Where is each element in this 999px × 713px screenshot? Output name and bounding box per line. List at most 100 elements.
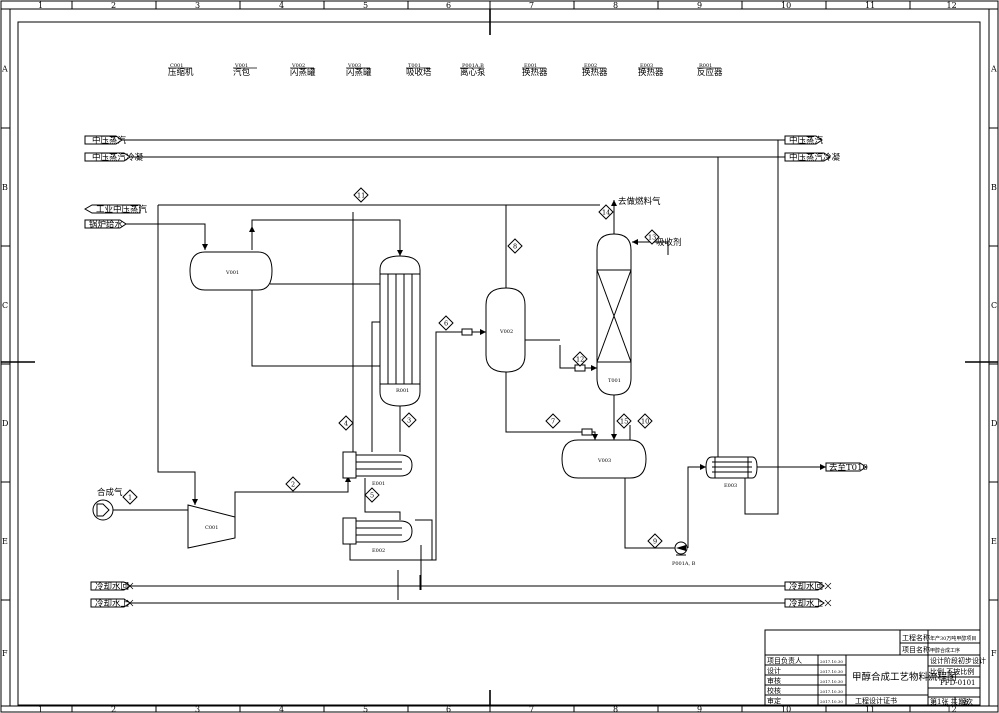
grid-col-bottom: 8 <box>613 705 618 713</box>
svg-text:去至T010: 去至T010 <box>829 462 868 473</box>
grid-col-top: 9 <box>697 1 702 10</box>
grid-col-top: 3 <box>195 1 200 10</box>
equipment-name: 闪蒸罐 <box>290 67 316 78</box>
exchanger-e003: E003 <box>705 456 758 489</box>
svg-text:E001: E001 <box>372 481 385 487</box>
grid-col-bottom: 6 <box>446 705 451 713</box>
project-name-value: 年产30万吨甲醇项目 <box>930 635 976 642</box>
equipment-name: 反应器 <box>697 67 723 78</box>
version-label: 版次 <box>959 697 973 706</box>
equipment-name: 闪蒸罐 <box>346 67 372 78</box>
grid-row-left: B <box>2 183 8 192</box>
title-block-role: 审定 <box>767 696 781 705</box>
grid-col-bottom: 1 <box>38 705 43 713</box>
equipment-tag: P001A,B <box>462 63 484 69</box>
title-block-role: 项目负责人 <box>767 656 802 665</box>
stream-number: 12 <box>576 356 584 364</box>
stream-number: 8 <box>513 243 517 251</box>
grid-col-top: 4 <box>279 1 284 10</box>
equipment-name: 换热器 <box>522 67 548 78</box>
grid-col-top: 8 <box>613 1 618 10</box>
stream-number: 9 <box>653 538 657 546</box>
syngas-inlet: 合成气 <box>92 487 123 521</box>
grid-col-bottom: 9 <box>697 705 702 713</box>
to-tank-arrow: 去至T010 <box>825 462 868 473</box>
equipment-tag: R001 <box>699 63 712 69</box>
certificate-label: 工程设计证书 <box>855 696 897 705</box>
grid-row-right: E <box>991 537 997 546</box>
title-block: 工程名称 年产30万吨甲醇项目 项目名称 甲醇合成工序 项目负责人 2017.10… <box>764 629 986 707</box>
inline-valves <box>461 328 593 436</box>
grid-row-left: D <box>2 419 8 428</box>
equipment-name: 离心泵 <box>460 67 486 78</box>
svg-text:V003: V003 <box>597 458 611 464</box>
drawing-title: 甲醇合成工艺物料流程图 <box>852 671 957 683</box>
stream-number: 2 <box>291 481 295 489</box>
mp-steam-in-label: 中压蒸汽 <box>92 135 127 146</box>
cw-supply-out-label: 冷却水上 <box>789 598 824 609</box>
mp-condensate-in-label: 中压蒸汽冷凝 <box>92 152 144 163</box>
equipment-tag: E002 <box>584 63 597 69</box>
title-block-date: 2017.10.30 <box>820 669 843 674</box>
item-name-label: 项目名称 <box>902 645 930 654</box>
grid-col-top: 11 <box>865 1 875 10</box>
grid-row-right: C <box>991 301 997 310</box>
grid-row-right: B <box>991 183 997 192</box>
grid-col-bottom: 11 <box>865 705 875 713</box>
pump-p001: P001A, B <box>672 541 696 567</box>
title-block-date: 2017.10.30 <box>820 679 843 684</box>
reactor-r001: R001 <box>379 255 421 407</box>
absorbent-label: 吸收剂 <box>656 237 682 248</box>
stream-number: 15 <box>620 418 628 426</box>
flash-drum-v002: V002 <box>485 287 526 373</box>
stream-number: 13 <box>648 234 656 242</box>
project-name-label: 工程名称 <box>902 633 930 642</box>
drawing-number: PFD-0101 <box>940 679 976 687</box>
title-block-date: 2017.10.30 <box>820 689 843 694</box>
stream-number: 6 <box>444 320 448 328</box>
item-name-value: 甲醇合成工序 <box>930 647 960 654</box>
equipment-header: C001压缩机V001汽包V002闪蒸罐V003闪蒸罐T001吸收塔P001A,… <box>168 63 723 78</box>
svg-text:R001: R001 <box>396 388 409 394</box>
equipment-tag: T001 <box>408 63 421 69</box>
cw-supply-in-label: 冷却水上 <box>95 598 130 609</box>
stream-number: 7 <box>551 418 555 426</box>
grid-col-bottom: 10 <box>781 705 791 713</box>
svg-text:E002: E002 <box>372 548 385 554</box>
utility-lines: 中压蒸汽 中压蒸汽 中压蒸汽冷凝 中压蒸汽冷凝 工业中压蒸汽 锅炉给水 冷却水回… <box>83 135 841 609</box>
stream-number: 1 <box>128 494 132 502</box>
grid-col-top: 6 <box>446 1 451 10</box>
title-block-date: 2017.10.30 <box>820 699 843 704</box>
stream-number: 10 <box>641 418 649 426</box>
equipment-tag: V003 <box>347 63 361 69</box>
equipment-name: 换热器 <box>582 67 608 78</box>
exchanger-e001: E001 <box>342 451 413 487</box>
equipment-tag: V002 <box>291 63 305 69</box>
equipment-name: 换热器 <box>638 67 664 78</box>
boiler-water-label: 锅炉给水 <box>89 219 124 230</box>
svg-text:T001: T001 <box>608 378 621 384</box>
flow-arrows <box>192 200 826 505</box>
equipment-name: 压缩机 <box>168 67 194 78</box>
svg-text:C001: C001 <box>205 525 218 531</box>
industrial-steam-label: 工业中压蒸汽 <box>96 204 148 215</box>
svg-text:V001: V001 <box>225 270 239 276</box>
equipment-name: 汽包 <box>233 67 251 78</box>
cw-return-in-label: 冷却水回 <box>95 581 129 592</box>
cw-return-out-label: 冷却水回 <box>789 581 823 592</box>
grid-row-left: C <box>2 301 8 310</box>
grid-col-top: 1 <box>38 1 43 10</box>
grid-col-bottom: 2 <box>111 705 116 713</box>
title-block-role: 审核 <box>767 676 781 685</box>
grid-row-left: A <box>1 65 8 74</box>
stream-number: 14 <box>602 209 610 217</box>
syngas-label: 合成气 <box>97 487 123 498</box>
scale: 比例 不按比例 <box>930 667 974 676</box>
grid-row-right: F <box>991 649 997 658</box>
grid-col-top: 7 <box>529 1 534 10</box>
sheet-number: 第1张 共1张 <box>930 697 969 706</box>
